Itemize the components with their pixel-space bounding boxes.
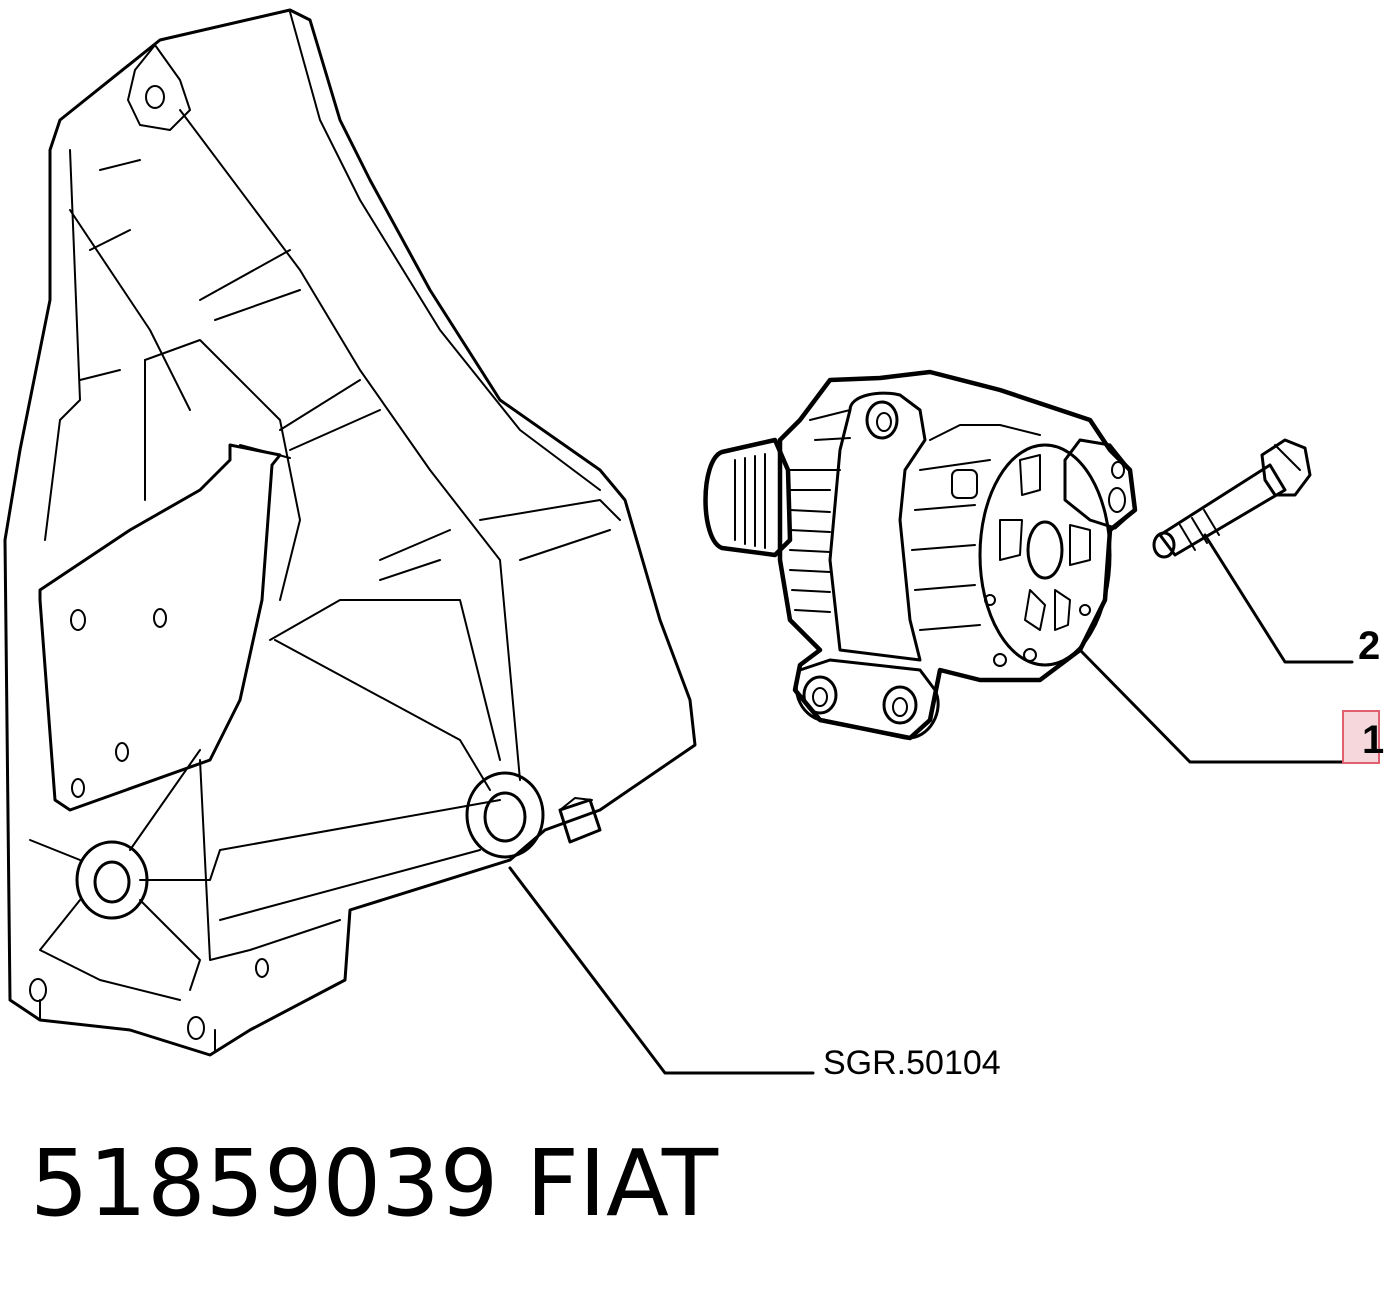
part-number: 51859039 — [30, 1130, 499, 1237]
callout-alternator-number: 1 — [1362, 718, 1384, 762]
leader-lines — [508, 533, 1354, 1075]
brand-name: FIAT — [526, 1130, 719, 1237]
alternator-mounting-bracket — [3, 8, 697, 1057]
group-reference-label: SGR.50104 — [823, 1044, 1001, 1082]
alternator — [703, 369, 1138, 741]
callout-bolt-number: 2 — [1358, 624, 1381, 668]
callout-highlight-box — [1342, 710, 1380, 764]
mounting-bolt — [1152, 438, 1312, 559]
